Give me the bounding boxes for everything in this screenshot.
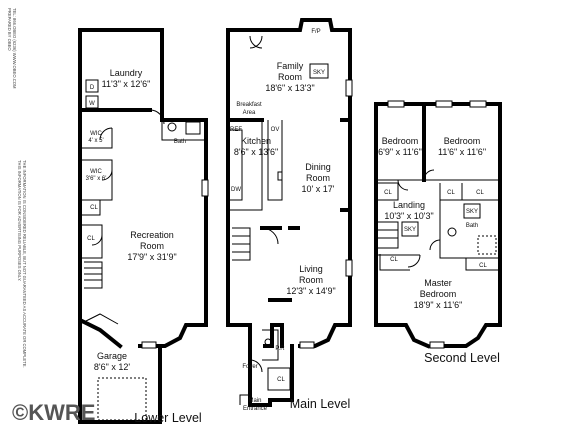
dryer-label: D <box>90 85 95 91</box>
garage-label: Garage <box>97 351 127 361</box>
family-room-label-2: Room <box>278 72 302 82</box>
lower-bath-label: Bath <box>174 139 186 145</box>
main-entrance-label-2: Entrance <box>243 406 268 412</box>
master-bedroom-label-2: Bedroom <box>420 289 457 299</box>
landing-dims: 10'3" x 10'3" <box>384 211 433 221</box>
family-room-label: Family <box>277 61 304 71</box>
wic-1-label: WIC <box>90 131 102 137</box>
main-entrance-label: Main <box>248 398 261 404</box>
main-level-plan: F/P Family Room 18'6" x 13'3" SKY Breakf… <box>226 18 353 412</box>
disclaimer-note: THIS INFORMATION IS FOR ADVERTISING PURP… <box>17 160 27 368</box>
dining-room-label: Dining <box>305 162 331 172</box>
disclaimer-line-1: THIS INFORMATION IS FOR ADVERTISING PURP… <box>17 160 22 281</box>
washer-label: W <box>89 101 95 107</box>
second-closet-e-label: CL <box>479 263 487 269</box>
living-room-dims: 12'3" x 14'9" <box>286 286 335 296</box>
landing-skylight-label: SKY <box>404 227 416 233</box>
fireplace-label: F/P <box>311 29 320 35</box>
kitchen-dims: 8'6" x 13'6" <box>234 147 278 157</box>
refrigerator-label: REF <box>230 127 242 133</box>
breakfast-area-label-2: Area <box>243 110 256 116</box>
lower-closet-1-label: CL <box>90 205 98 211</box>
laundry-label: Laundry <box>110 68 143 78</box>
powder-room-label: P.R <box>275 346 285 352</box>
laundry-dims: 11'3" x 12'6" <box>102 79 151 89</box>
wic-2-dims: 3'6" x 6' <box>86 176 107 182</box>
dining-room-dims: 10' x 17' <box>302 184 335 194</box>
main-skylight-label: SKY <box>313 70 325 76</box>
wic-2-label: WIC <box>90 169 102 175</box>
living-room-label-2: Room <box>299 275 323 285</box>
dishwasher-label: DW <box>231 187 241 193</box>
kwre-logo: ©KWRE <box>12 400 95 425</box>
second-level-plan: Bedroom 6'9" x 11'6" Bedroom 11'6" x 11'… <box>374 100 502 349</box>
recreation-room-label: Recreation <box>130 230 174 240</box>
garage-dims: 8'6" x 12' <box>94 362 130 372</box>
second-level-title: Second Level <box>424 351 500 365</box>
master-bedroom-dims: 18'9" x 11'6" <box>414 300 463 310</box>
lower-closet-2-label: CL <box>87 236 95 242</box>
credits-note: PREPARED BY OBEO TEL: 866.OBEO (6236) WW… <box>7 8 17 89</box>
dining-room-label-2: Room <box>306 173 330 183</box>
bedroom-1-label: Bedroom <box>382 136 419 146</box>
lower-level-title: Lower Level <box>134 411 201 425</box>
family-room-dims: 18'6" x 13'3" <box>265 83 314 93</box>
bedroom-2-label: Bedroom <box>444 136 481 146</box>
oven-label: OV <box>271 127 280 133</box>
bedroom-2-dims: 11'6" x 11'6" <box>438 147 486 157</box>
disclaimer-line-2: THE INFORMATION IS CONSIDERED RELIABLE, … <box>22 160 27 368</box>
second-bath-label: Bath <box>466 223 478 229</box>
recreation-room-label-2: Room <box>140 241 164 251</box>
bath-skylight-label: SKY <box>466 209 478 215</box>
credits-line-2: TEL: 866.OBEO (6236) WWW.OBEO.COM <box>12 8 17 89</box>
lower-level-plan: Laundry 11'3" x 12'6" D W Bath WIC 4' x … <box>78 28 209 424</box>
breakfast-area-label: Breakfast <box>236 102 262 108</box>
wic-1-dims: 4' x 5' <box>88 138 103 144</box>
landing-label: Landing <box>393 200 425 210</box>
second-closet-c-label: CL <box>476 190 484 196</box>
bedroom-1-dims: 6'9" x 11'6" <box>378 147 422 157</box>
main-level-title: Main Level <box>290 397 350 411</box>
foyer-label: Foyer <box>242 364 257 370</box>
credits-line-1: PREPARED BY OBEO <box>7 8 12 51</box>
second-closet-a-label: CL <box>384 190 392 196</box>
second-closet-b-label: CL <box>447 190 455 196</box>
master-bedroom-label: Master <box>424 278 452 288</box>
living-room-label: Living <box>299 264 323 274</box>
foyer-closet-label: CL <box>277 377 285 383</box>
kitchen-label: Kitchen <box>241 136 271 146</box>
second-closet-d-label: CL <box>390 257 398 263</box>
recreation-room-dims: 17'9" x 31'9" <box>127 252 176 262</box>
